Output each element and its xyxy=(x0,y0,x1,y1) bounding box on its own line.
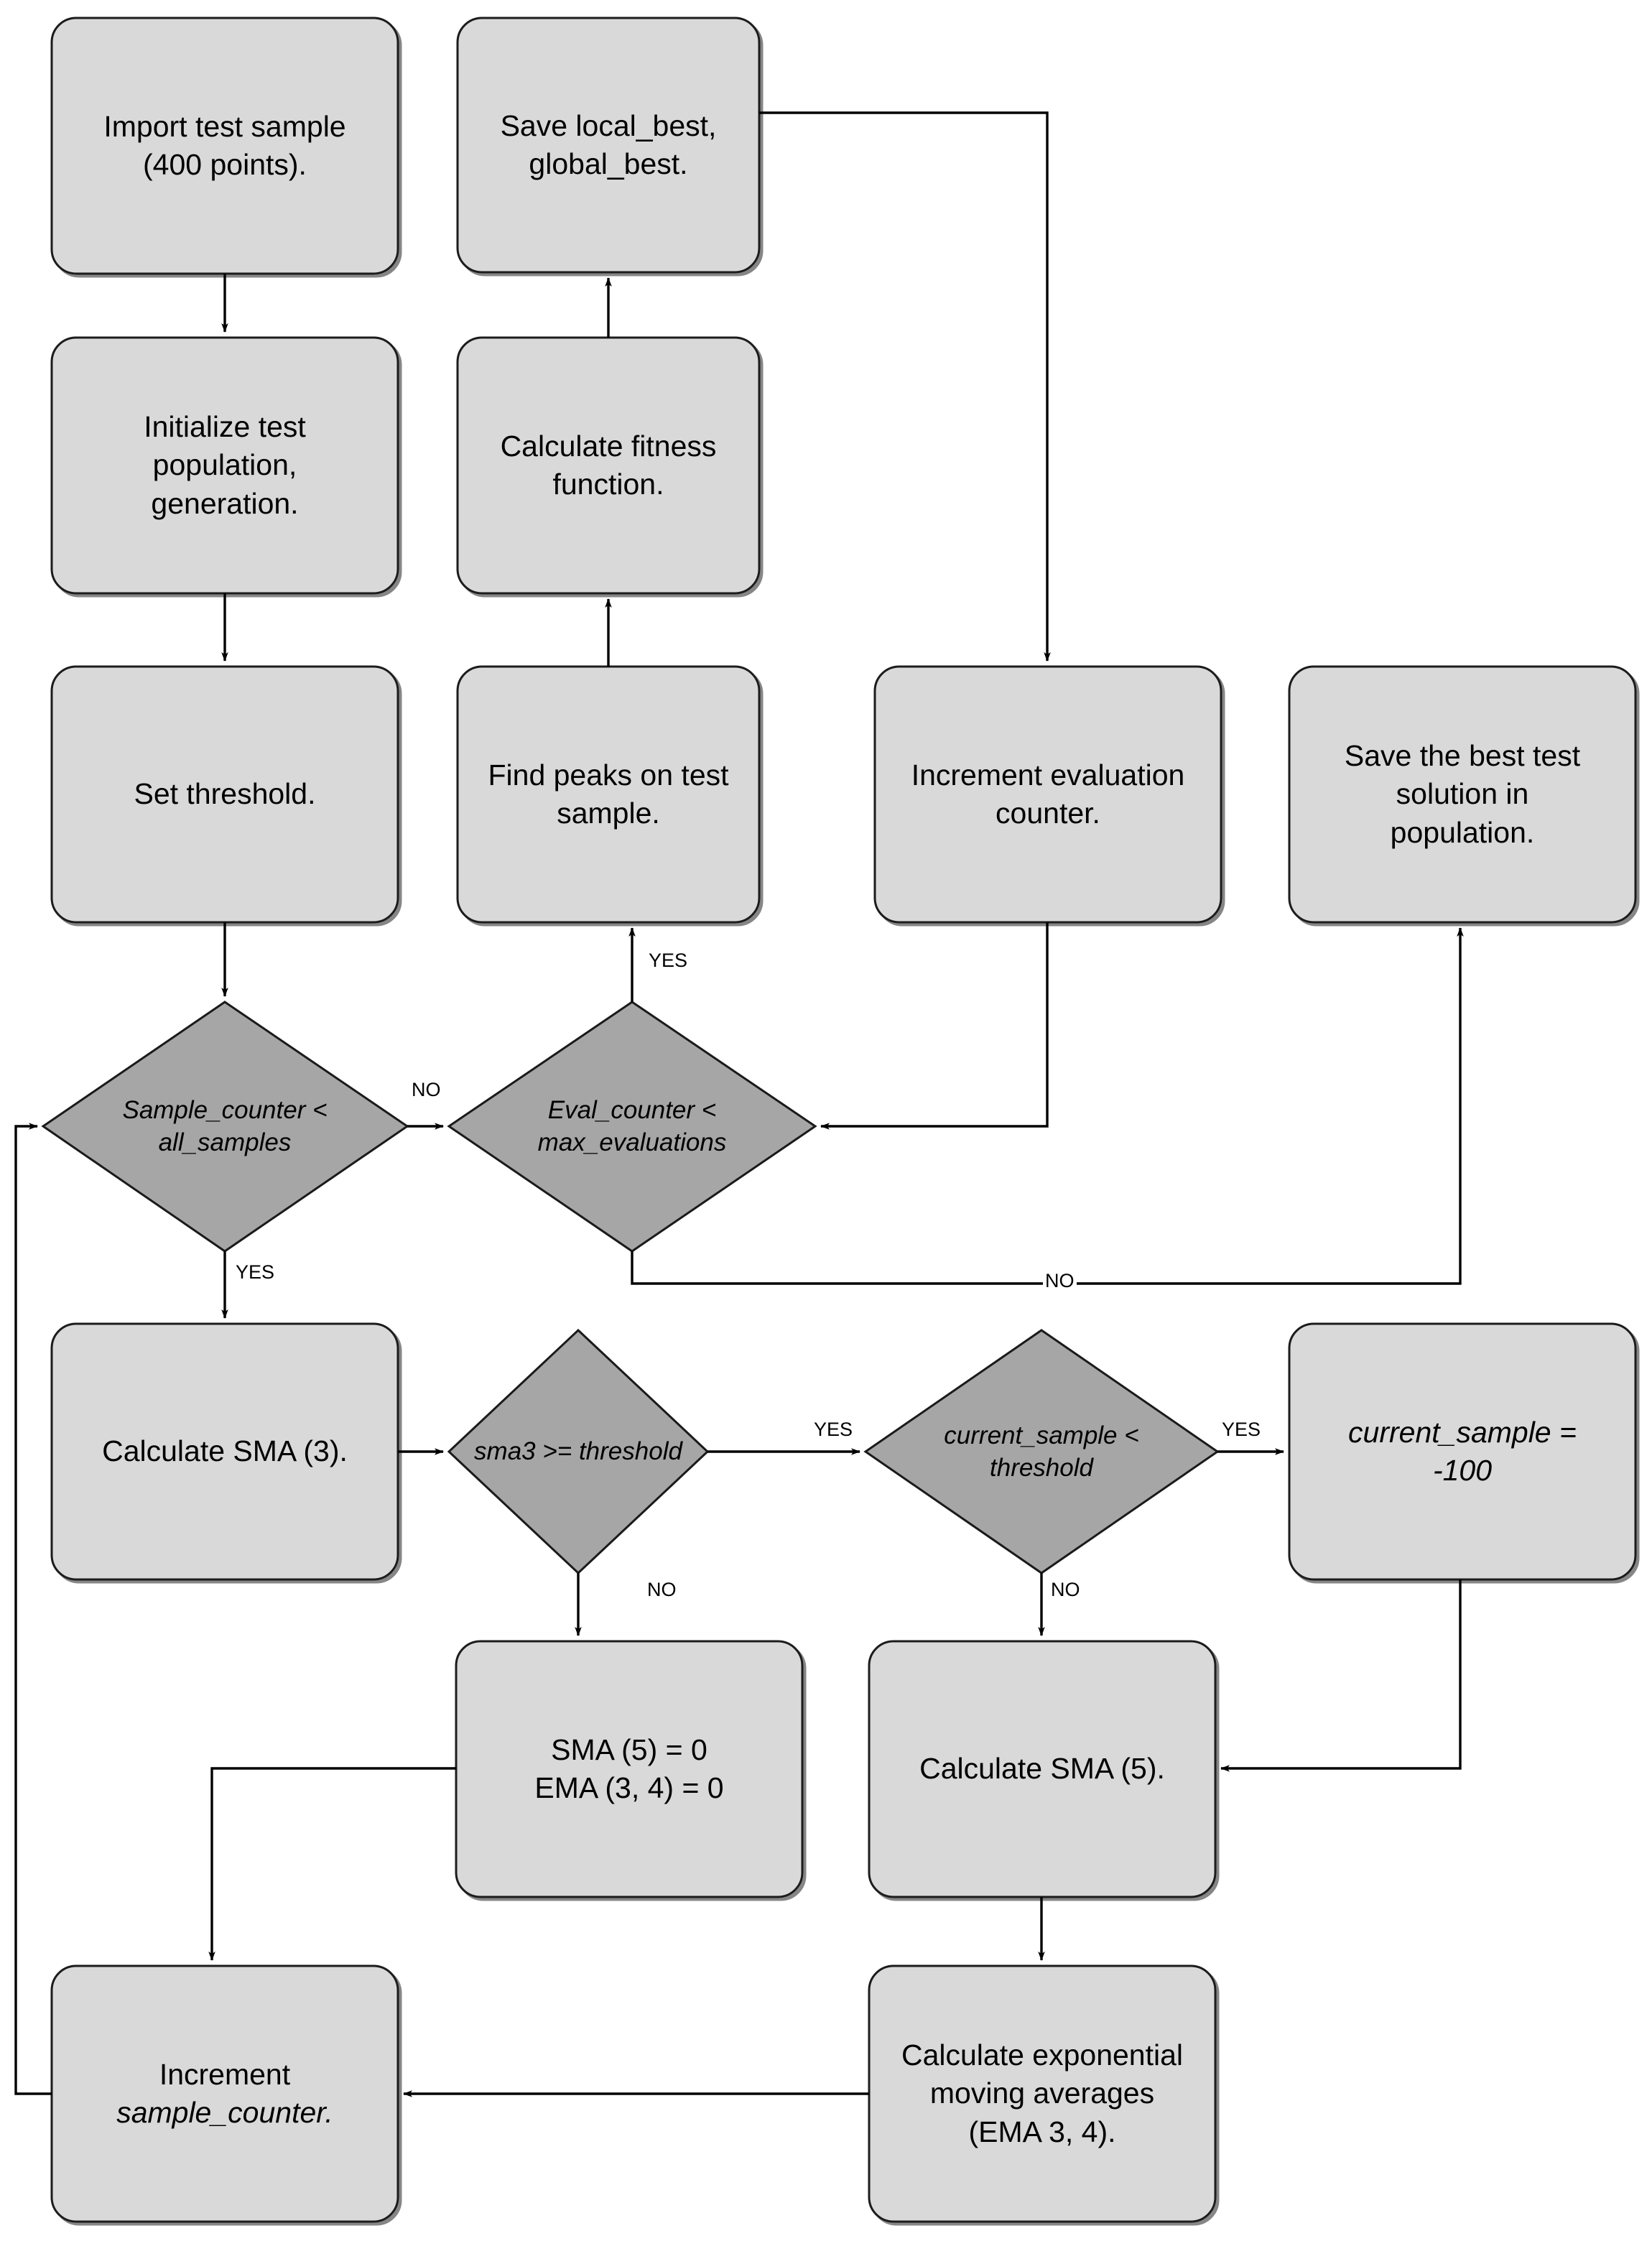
node-sample-counter-check xyxy=(41,1001,409,1253)
node-current-sample-check xyxy=(863,1329,1220,1574)
edge-assign-to-sma5 xyxy=(1220,1579,1462,1772)
edge-incr-eval-to-evalcheck xyxy=(820,922,1049,1130)
edge-label-yes-sample-to-sma3: YES xyxy=(233,1261,277,1284)
edge-label-no-sample-to-eval: NO xyxy=(409,1079,443,1101)
edge-label-yes-sma3-to-currentsample: YES xyxy=(812,1419,855,1441)
node-save-best-solution xyxy=(1288,665,1637,924)
node-set-threshold xyxy=(50,665,399,924)
edge-label-no-eval-to-savebest: NO xyxy=(1043,1270,1077,1292)
edge-label-yes-eval-to-findpeaks: YES xyxy=(646,950,690,972)
node-find-peaks xyxy=(456,665,761,924)
edge-increment-loopback xyxy=(14,1123,52,2095)
node-calculate-ema xyxy=(868,1964,1217,2223)
node-calculate-sma3 xyxy=(50,1322,399,1581)
node-save-best xyxy=(456,17,761,274)
node-current-sample-assign xyxy=(1288,1322,1637,1581)
node-sma3-threshold-check xyxy=(447,1328,710,1575)
node-increment-sample-counter xyxy=(50,1964,399,2223)
node-calculate-sma5 xyxy=(868,1640,1217,1898)
edge-label-no-currentsample-to-sma5: NO xyxy=(1049,1579,1082,1601)
edge-reset-to-increment xyxy=(208,1767,456,1961)
node-initialize-population xyxy=(50,336,399,595)
node-eval-counter-check xyxy=(447,1001,817,1253)
edge-savebest-to-incr-eval xyxy=(759,111,1051,662)
node-increment-eval-counter xyxy=(873,665,1222,924)
node-reset-sma-ema xyxy=(455,1640,804,1898)
edge-label-no-sma3-to-reset: NO xyxy=(645,1579,679,1601)
node-calculate-fitness xyxy=(456,336,761,595)
node-import-test-sample xyxy=(50,17,399,275)
edge-label-yes-currentsample-to-assign: YES xyxy=(1220,1419,1263,1441)
